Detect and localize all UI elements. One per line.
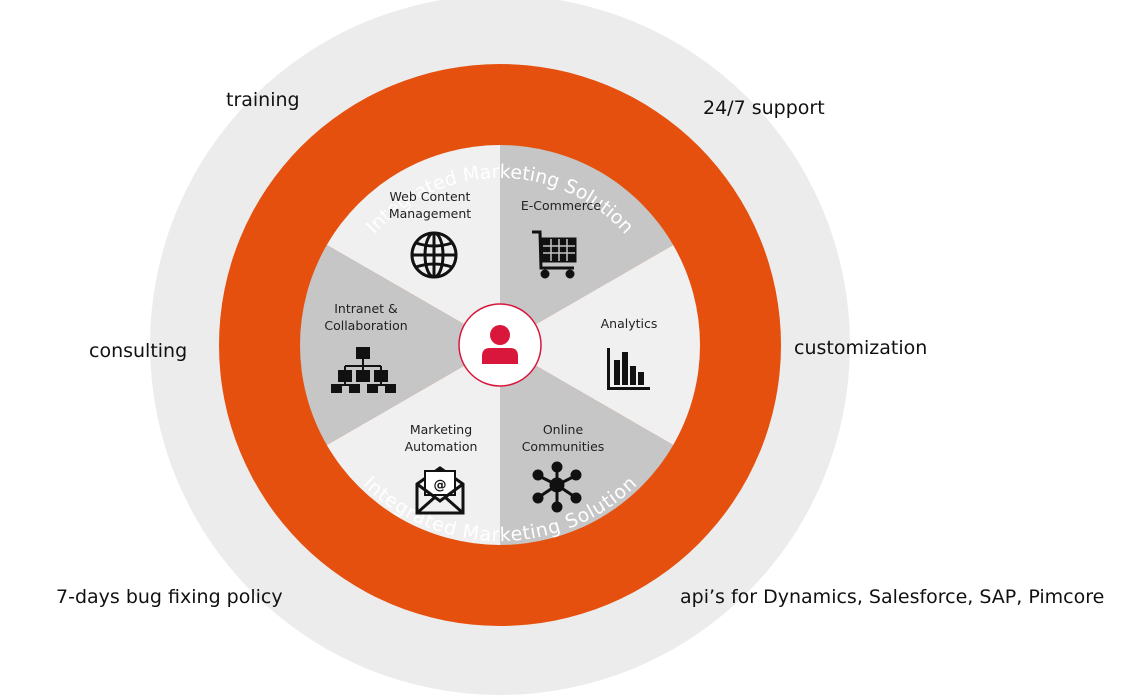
segment-label-line2: Communities xyxy=(521,439,605,454)
service-bug-policy: 7-days bug fixing policy xyxy=(56,586,283,608)
segment-label-marketing-automation: Marketing Automation xyxy=(405,421,478,455)
service-apis: api’s for Dynamics, Salesforce, SAP, Pim… xyxy=(680,586,1105,608)
segment-label-line1: Online xyxy=(542,422,584,437)
bar-chart-icon xyxy=(607,348,650,390)
service-training: training xyxy=(226,89,300,111)
segment-label-online-communities: Online Communities xyxy=(522,421,605,455)
segment-label-line1: E-Commerce xyxy=(520,198,602,213)
segment-analytics[interactable] xyxy=(500,245,700,445)
segment-label-line2: Automation xyxy=(404,439,478,454)
segment-label-web-content: Web Content Management xyxy=(389,188,471,222)
user-icon xyxy=(482,325,518,364)
network-icon xyxy=(532,461,582,513)
svg-text:@: @ xyxy=(434,478,447,493)
segment-label-line1: Intranet & xyxy=(334,301,398,316)
segment-label-line1: Web Content xyxy=(389,189,471,204)
segment-label-line2: Management xyxy=(388,206,472,221)
segment-marketing-automation[interactable] xyxy=(326,345,500,545)
email-icon: @ xyxy=(415,466,465,515)
org-chart-icon xyxy=(331,347,396,393)
segment-label-line1: Analytics xyxy=(600,316,658,331)
segment-label-e-commerce: E-Commerce xyxy=(521,197,601,214)
segment-label-intranet: Intranet & Collaboration xyxy=(324,300,407,334)
segment-intranet-collaboration[interactable] xyxy=(300,245,500,445)
segment-e-commerce[interactable] xyxy=(500,145,674,345)
segment-label-line2: Collaboration xyxy=(324,318,408,333)
service-customization: customization xyxy=(794,337,928,359)
shopping-cart-icon xyxy=(532,230,577,279)
service-consulting: consulting xyxy=(89,340,188,362)
segment-label-analytics: Analytics xyxy=(601,315,658,332)
segments-pie xyxy=(300,145,700,545)
center-badge[interactable] xyxy=(458,303,542,387)
globe-icon xyxy=(410,231,458,279)
segment-label-line1: Marketing xyxy=(409,422,473,437)
service-support: 24/7 support xyxy=(703,97,825,119)
